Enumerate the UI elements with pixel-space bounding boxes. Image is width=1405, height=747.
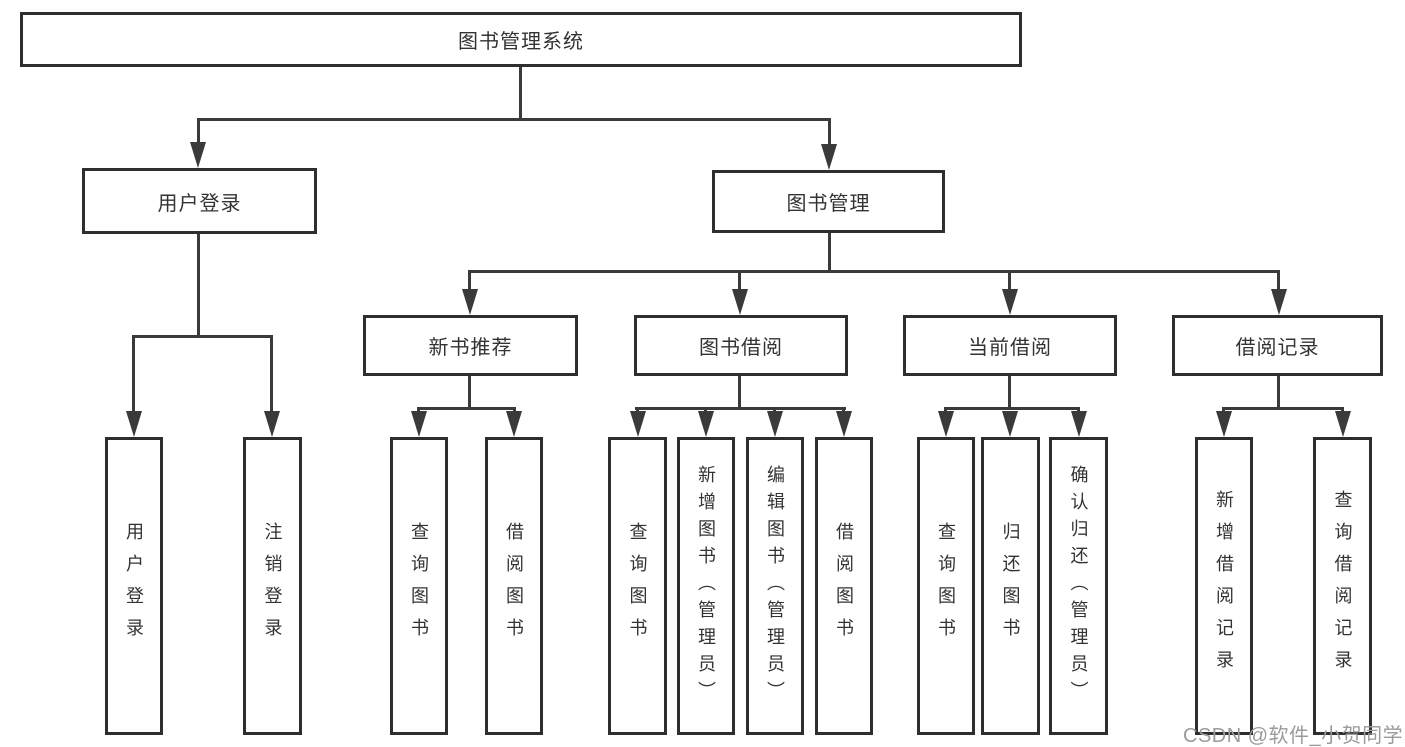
arrowhead-leaf	[1002, 411, 1018, 437]
node-label: 图书管理	[786, 193, 871, 215]
node-label: 图书借阅	[699, 337, 783, 359]
arrowhead-new-book	[462, 289, 478, 315]
node-user-login: 用户登录	[82, 168, 317, 234]
connector-book-borrow-leaf-branch	[635, 407, 846, 410]
leaf-confirm-return-admin: 确认归还（管理员）	[1049, 437, 1108, 735]
node-label: 新增借阅记录	[1214, 490, 1234, 682]
csdn-watermark: CSDN @软件_小贺同学	[1183, 725, 1404, 747]
connector-drop-leaf-login	[132, 335, 135, 413]
node-library-management-system: 图书管理系统	[20, 12, 1022, 67]
leaf-borrow-books-borrowing: 借阅图书	[815, 437, 873, 735]
connector-new-book-stem	[468, 376, 471, 410]
connector-current-borrow-stem	[1008, 376, 1011, 410]
leaf-add-borrow-record: 新增借阅记录	[1195, 437, 1253, 735]
arrowhead-leaf	[411, 411, 427, 437]
arrowhead-leaf	[836, 411, 852, 437]
node-label: 查询图书	[409, 522, 429, 650]
connector-level2-branch	[197, 118, 831, 121]
arrowhead-leaf	[1335, 411, 1351, 437]
connector-drop-current-borrow	[1008, 270, 1011, 291]
connector-drop-new-book	[468, 270, 471, 291]
leaf-logout: 注销登录	[243, 437, 302, 735]
arrowhead-book-management	[821, 144, 837, 170]
connector-root-stem	[519, 67, 522, 120]
leaf-user-login: 用户登录	[105, 437, 163, 735]
connector-drop-leaf-logout	[270, 335, 273, 413]
node-label: 查询图书	[627, 522, 648, 650]
connector-level3-branch	[468, 270, 1280, 273]
connector-drop-borrow-records	[1277, 270, 1280, 291]
arrowhead-leaf	[630, 411, 646, 437]
connector-drop-book-borrow	[738, 270, 741, 291]
node-label: 借阅图书	[504, 522, 524, 650]
node-book-management: 图书管理	[712, 170, 945, 233]
node-book-borrowing: 图书借阅	[634, 315, 848, 376]
arrowhead-book-borrow	[732, 289, 748, 315]
node-label: 借阅图书	[834, 522, 854, 650]
node-label: 查询借阅记录	[1332, 490, 1353, 682]
node-current-borrowing: 当前借阅	[903, 315, 1117, 376]
leaf-edit-books-admin: 编辑图书（管理员）	[746, 437, 804, 735]
node-label: 借阅记录	[1235, 337, 1320, 359]
leaf-borrow-books-recommend: 借阅图书	[485, 437, 543, 735]
node-label: 查询图书	[936, 522, 956, 650]
arrowhead-leaf	[767, 411, 783, 437]
leaf-add-books-admin: 新增图书（管理员）	[677, 437, 735, 735]
node-label: 编辑图书（管理员）	[765, 464, 785, 708]
connector-drop-book-management	[828, 118, 831, 146]
leaf-query-borrow-record: 查询借阅记录	[1313, 437, 1372, 735]
arrowhead-leaf-login	[126, 411, 142, 437]
node-new-book-recommendation: 新书推荐	[363, 315, 578, 376]
node-borrowing-records: 借阅记录	[1172, 315, 1383, 376]
connector-new-book-leaf-branch	[417, 407, 516, 410]
arrowhead-leaf-logout	[264, 411, 280, 437]
connector-user-login-branch	[132, 335, 273, 338]
arrowhead-leaf	[1216, 411, 1232, 437]
node-label: 用户登录	[124, 522, 144, 650]
leaf-query-books-current: 查询图书	[917, 437, 975, 735]
arrowhead-leaf	[698, 411, 714, 437]
node-label: 用户登录	[157, 192, 242, 215]
connector-drop-user-login	[197, 118, 200, 146]
arrowhead-user-login	[190, 142, 206, 168]
connector-current-borrow-leaf-branch	[944, 407, 1080, 410]
node-label: 图书管理系统	[458, 31, 584, 53]
leaf-return-books: 归还图书	[981, 437, 1040, 735]
connector-book-management-stem	[828, 233, 831, 273]
arrowhead-borrow-records	[1271, 289, 1287, 315]
arrowhead-leaf	[506, 411, 522, 437]
node-label: 归还图书	[1000, 522, 1021, 650]
arrowhead-leaf	[1071, 411, 1087, 437]
node-label: 注销登录	[262, 522, 283, 650]
connector-user-login-stem	[197, 234, 200, 338]
leaf-query-books-borrowing: 查询图书	[608, 437, 667, 735]
arrowhead-leaf	[938, 411, 954, 437]
node-label: 新书推荐	[428, 337, 513, 359]
node-label: 当前借阅	[968, 337, 1052, 359]
connector-book-borrow-stem	[738, 376, 741, 410]
connector-borrow-records-leaf-branch	[1222, 407, 1344, 410]
node-label: 新增图书（管理员）	[696, 464, 716, 708]
node-label: 确认归还（管理员）	[1068, 464, 1089, 708]
leaf-query-books-recommend: 查询图书	[390, 437, 448, 735]
connector-borrow-records-stem	[1277, 376, 1280, 410]
arrowhead-current-borrow	[1002, 289, 1018, 315]
